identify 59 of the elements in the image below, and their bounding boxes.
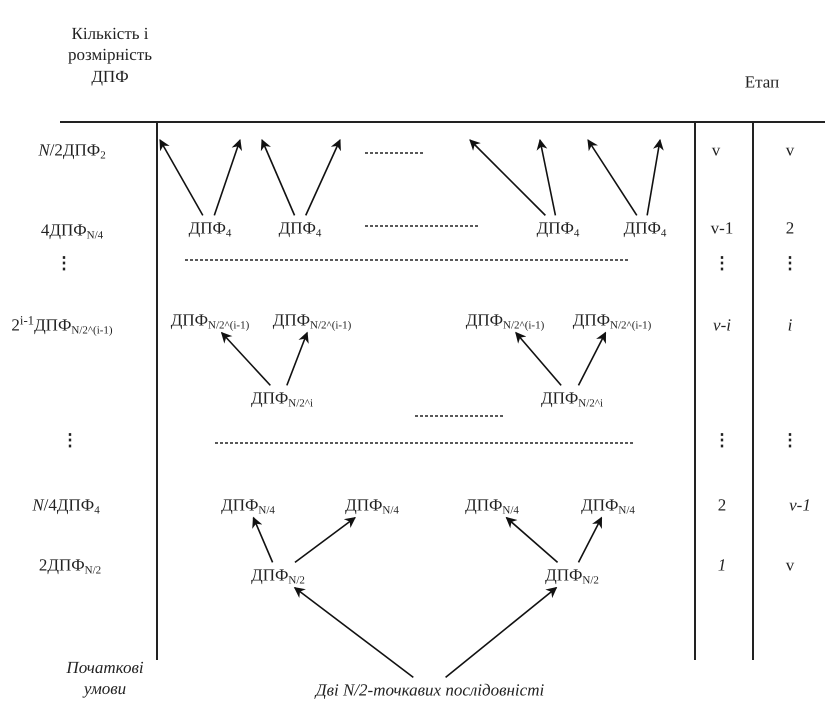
- arrow: [578, 332, 606, 386]
- row-label: 2ДПФ$_{N/2}$: [38, 554, 102, 576]
- formula-text: ДПФ$_{N/4}$: [345, 494, 399, 516]
- formula-text: ДПФ$_{4}$: [278, 217, 322, 239]
- stage-number: v: [786, 139, 794, 161]
- arrow: [252, 516, 274, 563]
- vertical-ellipsis: ⋮: [714, 429, 730, 451]
- row-label: N/2ДПФ$_{2}$: [38, 139, 106, 161]
- stage-number: v: [712, 139, 720, 161]
- caption-text: Початкові умови: [66, 656, 144, 700]
- formula-text: ДПФ$_{4}$: [536, 217, 580, 239]
- arrow: [587, 139, 638, 216]
- formula-text: ДПФ$_{N/2^(i-1)}$: [272, 309, 352, 331]
- formula-text: ДПФ$_{4}$: [188, 217, 232, 239]
- formula-text: ДПФ$_{N/4}$: [221, 494, 275, 516]
- stage-number: v-1: [789, 494, 811, 516]
- column-heading: Етап: [744, 71, 780, 93]
- arrow: [445, 586, 558, 678]
- arrow: [506, 516, 558, 563]
- vertical-ellipsis: ⋮: [782, 429, 798, 451]
- arrow: [536, 138, 556, 216]
- formula-text: ДПФ$_{N/2^(i-1)}$: [466, 309, 544, 331]
- formula-text: Дві N/2-точкавих послідовністі: [316, 679, 544, 701]
- arrow: [578, 516, 602, 563]
- row-label: 2$^{i-1}$ДПФ$_{N/2^(i-1)}$: [11, 314, 113, 336]
- stage-number: v-1: [710, 217, 734, 239]
- formula-text: ДПФ$_{N/2}$: [545, 564, 599, 586]
- stage-number: 2: [786, 217, 794, 239]
- vertical-ellipsis: ⋮: [56, 252, 72, 274]
- formula-text: ДПФ$_{4}$: [624, 217, 666, 239]
- vertical-ellipsis: ⋮: [62, 429, 78, 451]
- formula-text: ДПФ$_{N/2^(i-1)}$: [170, 309, 250, 331]
- arrow: [305, 139, 341, 216]
- arrow: [220, 332, 271, 386]
- stage-number: 1: [718, 554, 726, 576]
- formula-text: ДПФ$_{N/4}$: [465, 494, 519, 516]
- stage-number: v: [786, 554, 794, 576]
- arrow: [159, 139, 204, 216]
- formula-text: ДПФ$_{N/2^(i-1)}$: [572, 309, 652, 331]
- row-label: N/4ДПФ$_{4}$: [32, 494, 100, 516]
- arrow: [646, 138, 664, 216]
- formula-text: ДПФ$_{N/2}$: [251, 564, 305, 586]
- arrow: [286, 332, 309, 386]
- vertical-ellipsis: ⋮: [782, 252, 798, 274]
- formula-text: ДПФ$_{N/2^i}$: [540, 387, 604, 409]
- arrow: [260, 139, 296, 216]
- arrow: [294, 516, 356, 564]
- stage-number: i: [788, 314, 792, 336]
- vertical-ellipsis: ⋮: [714, 252, 730, 274]
- arrow: [469, 139, 546, 216]
- stage-number: 2: [718, 494, 726, 516]
- arrow: [515, 332, 562, 386]
- formula-text: ДПФ$_{N/2^i}$: [250, 387, 314, 409]
- stage-number: v-i: [713, 314, 731, 336]
- arrow: [214, 138, 242, 216]
- column-heading: Кількість і розмірність ДПФ: [68, 23, 152, 87]
- arrow: [294, 586, 414, 678]
- row-label: 4ДПФ$_{N/4}$: [40, 219, 104, 241]
- formula-text: ДПФ$_{N/4}$: [581, 494, 635, 516]
